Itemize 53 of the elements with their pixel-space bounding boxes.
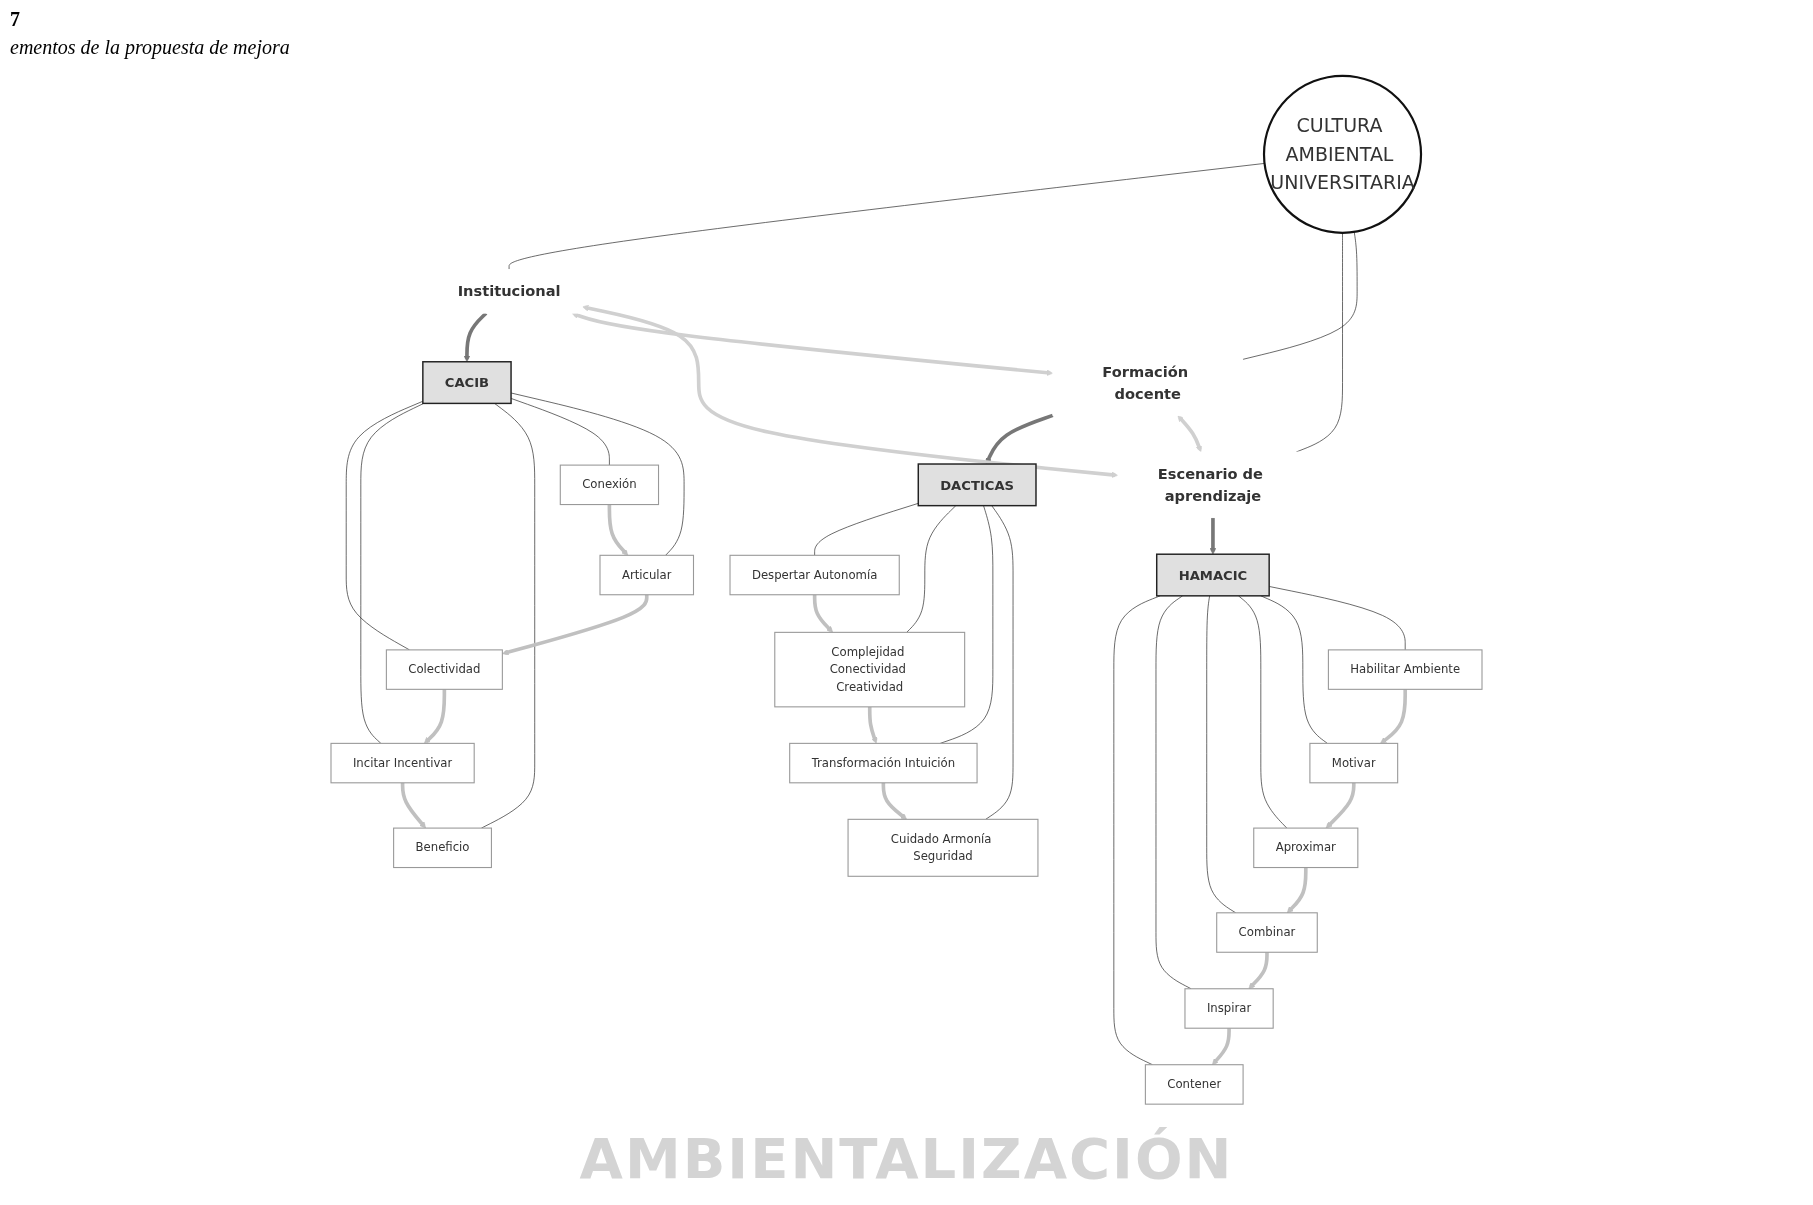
node-text: Escenario de aprendizaje	[1157, 465, 1263, 505]
node-box: Contener	[1144, 1064, 1244, 1105]
arrow	[1209, 517, 1217, 555]
arrow	[867, 706, 878, 744]
connector	[1206, 595, 1237, 914]
node-box: Articular	[599, 554, 695, 596]
arrow	[1248, 952, 1269, 990]
node-circle: CULTURA AMBIENTAL UNIVERSITARIA	[1262, 74, 1423, 234]
connector	[360, 403, 425, 744]
node-box: Complejidad Conectividad Creatividad	[774, 631, 966, 708]
node-box: DACTICAS	[917, 463, 1037, 507]
node-box: CACIB	[422, 361, 512, 405]
connector	[1155, 595, 1192, 990]
node-box: Colectividad	[385, 649, 503, 690]
node-box: Despertar Autonomía	[729, 554, 900, 596]
node-box: HAMACIC	[1156, 553, 1270, 597]
node-box: Combinar	[1216, 912, 1318, 953]
connector	[481, 403, 536, 829]
figure-caption: ementos de la propuesta de mejora	[10, 36, 290, 59]
node-box: Cuidado Armonía Seguridad	[847, 818, 1039, 877]
connector	[1260, 595, 1328, 744]
arrow	[881, 782, 907, 820]
arrow	[502, 594, 649, 656]
connector	[1242, 231, 1358, 360]
node-text: Institucional	[457, 282, 561, 301]
connector	[814, 503, 919, 556]
arrow	[400, 782, 426, 829]
connector	[906, 505, 957, 633]
arrow	[1212, 1028, 1231, 1065]
connector	[1238, 595, 1288, 829]
node-box: Beneficio	[393, 827, 492, 869]
connector	[508, 163, 1265, 270]
node-box: Aproximar	[1253, 827, 1359, 869]
arrow	[571, 312, 1054, 376]
arrow	[1325, 782, 1356, 829]
node-box: Motivar	[1309, 742, 1399, 784]
node-box: Incitar Incentivar	[330, 742, 475, 784]
connector	[345, 400, 424, 651]
node-box: Habilitar Ambiente	[1327, 649, 1483, 690]
node-box: Inspirar	[1184, 988, 1274, 1029]
arrow	[424, 689, 447, 744]
arrow	[582, 304, 1118, 478]
arrow	[1177, 415, 1202, 453]
node-box: Conexión	[559, 464, 660, 506]
node-box: Transformación Intuición	[789, 742, 978, 784]
arrow	[812, 594, 834, 633]
connector	[985, 505, 1014, 820]
arrow	[607, 504, 629, 556]
figure-number: 7	[10, 8, 20, 31]
connector	[1113, 595, 1161, 1066]
node-text: Formación docente	[1102, 362, 1189, 403]
arrow	[1286, 867, 1308, 914]
arrow	[1380, 689, 1408, 744]
